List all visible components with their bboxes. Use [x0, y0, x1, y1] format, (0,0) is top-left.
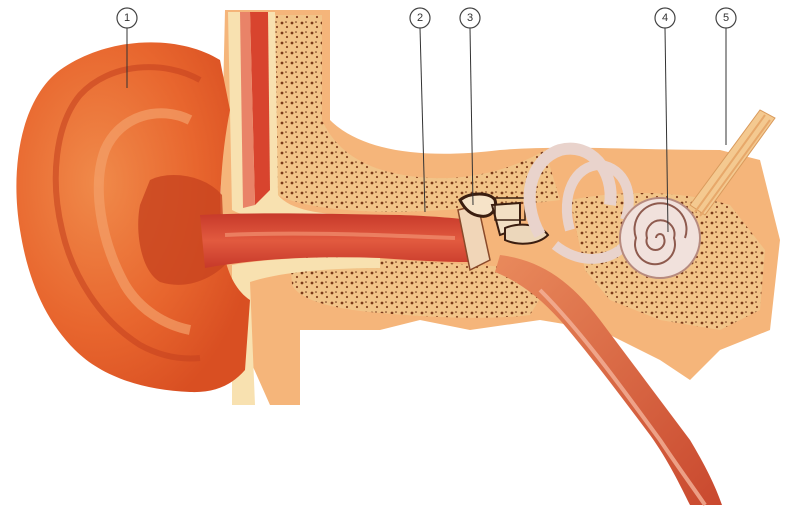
cochlea	[620, 198, 700, 278]
callout-2: 2	[410, 8, 430, 28]
temporal-bone-upper	[275, 15, 560, 212]
callout-label-2: 2	[417, 12, 423, 24]
callout-label-4: 4	[662, 12, 668, 24]
callout-1: 1	[117, 8, 137, 28]
callout-label-1: 1	[124, 12, 130, 24]
callout-label-5: 5	[723, 12, 729, 24]
callout-4: 4	[655, 8, 675, 28]
callout-5: 5	[716, 8, 736, 28]
callout-label-3: 3	[467, 12, 473, 24]
callout-3: 3	[460, 8, 480, 28]
